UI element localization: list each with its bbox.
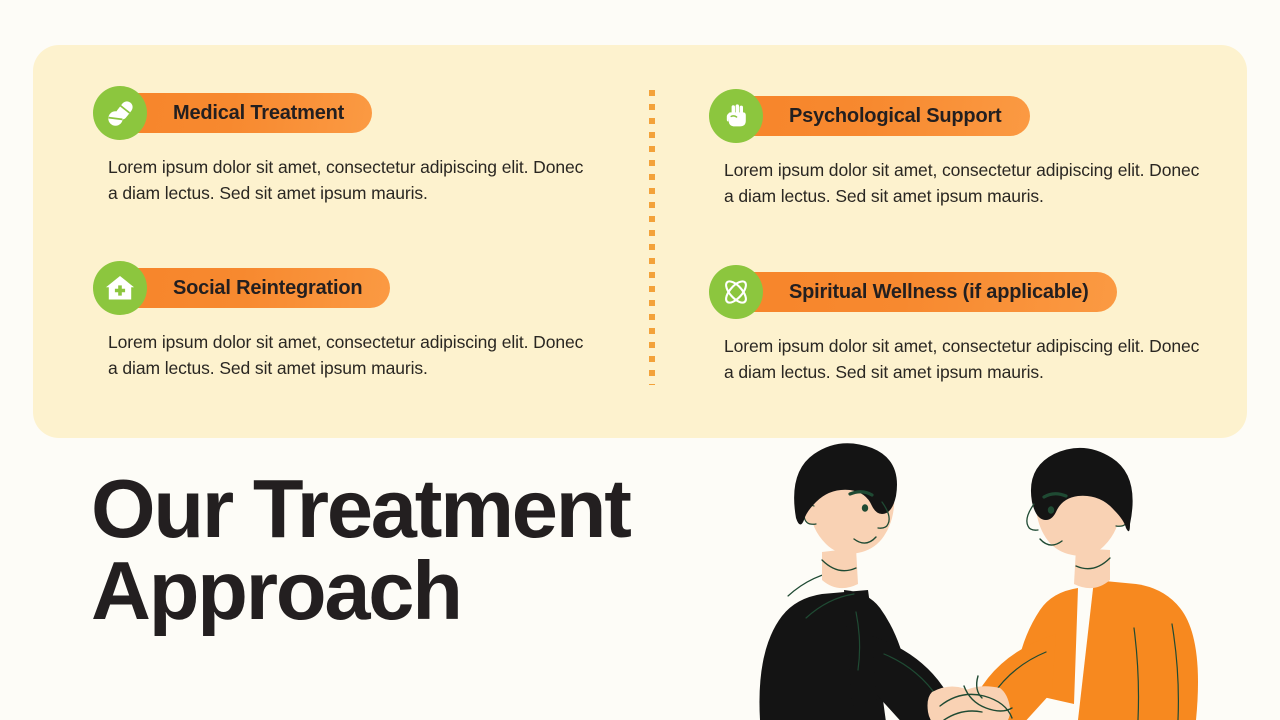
pills-icon bbox=[93, 86, 147, 140]
badge-medical-treatment[interactable]: Medical Treatment bbox=[93, 86, 373, 140]
handshake-two-people-illustration bbox=[726, 440, 1206, 720]
feature-psychological-support: Psychological Support Lorem ipsum dolor … bbox=[709, 89, 1229, 210]
feature-social-reintegration: Social Reintegration Lorem ipsum dolor s… bbox=[93, 261, 613, 382]
badge-label: Medical Treatment bbox=[173, 101, 345, 124]
feature-spiritual-wellness: Spiritual Wellness (if applicable) Lorem… bbox=[709, 265, 1229, 386]
column-divider bbox=[649, 90, 655, 385]
features-card: Medical Treatment Lorem ipsum dolor sit … bbox=[33, 45, 1247, 438]
feature-body: Lorem ipsum dolor sit amet, consectetur … bbox=[724, 160, 1200, 206]
badge-label: Social Reintegration bbox=[173, 276, 363, 299]
feature-body: Lorem ipsum dolor sit amet, consectetur … bbox=[108, 332, 584, 378]
badge-spiritual-wellness[interactable]: Spiritual Wellness (if applicable) bbox=[709, 265, 1117, 319]
page-title: Our Treatment Approach bbox=[91, 462, 711, 638]
raised-fist-icon bbox=[709, 89, 763, 143]
badge-social-reintegration[interactable]: Social Reintegration bbox=[93, 261, 391, 315]
page-title-line-1: Our Treatment bbox=[91, 462, 632, 555]
page-title-line-2: Approach bbox=[91, 544, 463, 638]
badge-label: Psychological Support bbox=[789, 104, 1002, 127]
badge-label: Spiritual Wellness (if applicable) bbox=[789, 280, 1089, 303]
house-medical-icon bbox=[93, 261, 147, 315]
feature-medical-treatment: Medical Treatment Lorem ipsum dolor sit … bbox=[93, 86, 613, 207]
feature-body: Lorem ipsum dolor sit amet, consectetur … bbox=[724, 336, 1200, 382]
badge-psychological-support[interactable]: Psychological Support bbox=[709, 89, 1030, 143]
feature-body: Lorem ipsum dolor sit amet, consectetur … bbox=[108, 157, 584, 203]
atom-orbit-icon bbox=[709, 265, 763, 319]
